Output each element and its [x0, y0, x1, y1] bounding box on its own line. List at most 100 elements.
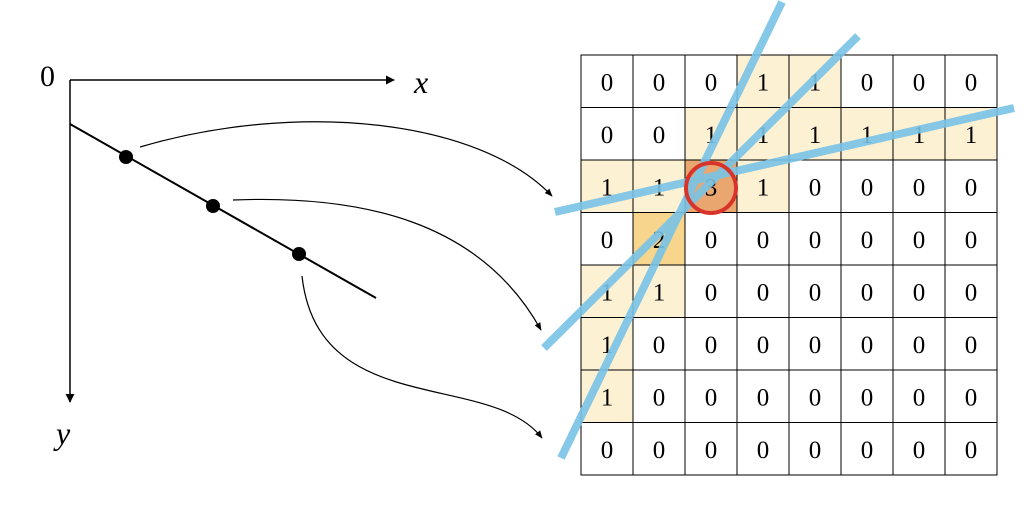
image-space: 0 x y	[40, 60, 428, 451]
grid-cell	[840, 159, 894, 213]
grid-cell-value: 0	[809, 332, 822, 359]
grid-cell	[632, 369, 686, 423]
grid-cell	[788, 212, 842, 266]
grid-cell	[684, 54, 738, 108]
grid-cell-value: 1	[965, 122, 978, 149]
grid-cell-value: 0	[601, 227, 614, 254]
grid-cell-value: 0	[757, 384, 770, 411]
y-axis-label: y	[53, 415, 71, 451]
grid-cell-value: 0	[653, 437, 666, 464]
grid-cell-value: 0	[705, 227, 718, 254]
grid-cell-value: 1	[653, 279, 666, 306]
grid-cell-value: 0	[809, 384, 822, 411]
grid-cell-value: 0	[965, 227, 978, 254]
grid-cell	[840, 422, 894, 476]
grid-cell-value: 0	[757, 437, 770, 464]
grid-cell-value: 0	[861, 279, 874, 306]
grid-cell-value: 0	[861, 384, 874, 411]
grid-cell	[944, 159, 998, 213]
hough-line-mid	[541, 33, 861, 351]
grid-cell	[788, 422, 842, 476]
grid-cell-value: 0	[705, 279, 718, 306]
grid-cell	[788, 369, 842, 423]
mapping-arrows	[139, 121, 553, 439]
grid-cell-value: 1	[601, 174, 614, 201]
grid-cell	[684, 317, 738, 371]
grid-cell-value: 0	[861, 69, 874, 96]
grid-cell-value: 0	[913, 174, 926, 201]
hough-line-steep	[557, 0, 786, 460]
hough-line-shallow	[554, 104, 1015, 216]
grid-cell	[684, 212, 738, 266]
grid-cell-value: 0	[913, 69, 926, 96]
grid-cell	[944, 54, 998, 108]
grid-cell-value: 0	[757, 279, 770, 306]
grid-cell	[684, 264, 738, 318]
grid-cell	[840, 369, 894, 423]
grid-cell-value: 0	[705, 437, 718, 464]
grid-cell-value: 0	[861, 227, 874, 254]
grid-cell-value: 1	[757, 69, 770, 96]
grid-cell-value: 0	[913, 332, 926, 359]
grid-cell	[840, 212, 894, 266]
grid-cell	[580, 422, 634, 476]
grid-cell-value: 0	[653, 332, 666, 359]
grid-cell-value: 0	[809, 174, 822, 201]
mapping-arrow-2	[232, 198, 542, 331]
grid-cell-value: 0	[757, 332, 770, 359]
grid-cell	[840, 264, 894, 318]
grid-cell	[580, 212, 634, 266]
grid-cell-value: 0	[965, 437, 978, 464]
grid-cell	[632, 422, 686, 476]
grid-cell-value: 0	[965, 384, 978, 411]
grid-cell	[840, 317, 894, 371]
grid-cell	[788, 264, 842, 318]
grid-cell-value: 0	[757, 227, 770, 254]
grid-cell	[892, 317, 946, 371]
grid-cell-value: 0	[601, 437, 614, 464]
mapping-arrow-3	[301, 275, 543, 439]
grid-cell	[840, 54, 894, 108]
edge-point-2	[206, 199, 220, 213]
origin-label: 0	[40, 60, 55, 93]
grid-cell-value: 0	[965, 69, 978, 96]
grid-cell-value: 1	[601, 384, 614, 411]
grid-cell	[892, 422, 946, 476]
x-axis-label: x	[413, 64, 428, 100]
grid-cell-value: 0	[965, 332, 978, 359]
grid-cell-value: 0	[913, 437, 926, 464]
grid-cell	[892, 159, 946, 213]
grid-cell	[632, 107, 686, 161]
accumulator-grid: 0001100000111111113100000200000011000000…	[580, 54, 998, 476]
grid-cell-value: 0	[705, 384, 718, 411]
mapping-arrow-1	[139, 121, 553, 197]
edge-point-3	[292, 247, 306, 261]
grid-cell-value: 0	[861, 437, 874, 464]
grid-cell-value: 0	[705, 69, 718, 96]
grid-cell	[944, 422, 998, 476]
grid-cell-value: 0	[705, 332, 718, 359]
grid-cell-value: 0	[861, 332, 874, 359]
peak-circle	[684, 161, 738, 215]
grid-cell-value: 0	[601, 69, 614, 96]
grid-cell-value: 0	[965, 174, 978, 201]
edge-point-1	[119, 150, 133, 164]
grid-cell	[892, 212, 946, 266]
grid-cell-value: 0	[809, 227, 822, 254]
grid-cell-value: 0	[809, 279, 822, 306]
edge-line	[69, 123, 377, 299]
grid-cell-value: 1	[809, 122, 822, 149]
grid-cell-value: 0	[913, 384, 926, 411]
grid-cell-value: 0	[861, 174, 874, 201]
grid-cell-value: 1	[757, 174, 770, 201]
grid-cell-value: 0	[653, 384, 666, 411]
grid-cell	[944, 264, 998, 318]
grid-cell-value: 0	[809, 437, 822, 464]
grid-cell-value: 0	[601, 122, 614, 149]
grid-cell	[788, 317, 842, 371]
grid-cell	[944, 317, 998, 371]
grid-cell-value: 0	[965, 279, 978, 306]
hough-lines	[541, 0, 1015, 460]
grid-cell-value: 0	[913, 227, 926, 254]
